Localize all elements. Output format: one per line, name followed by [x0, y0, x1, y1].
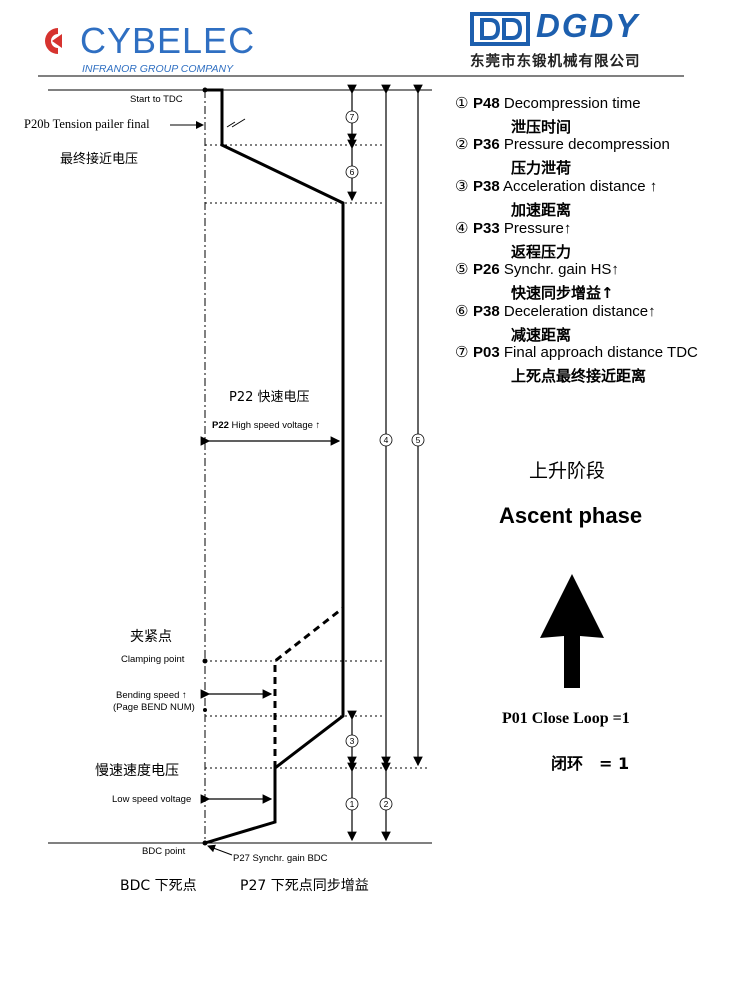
tdc-point [202, 87, 208, 93]
final-approach-zh-label: 最终接近电压 [60, 152, 139, 167]
close-loop-zh: 闭环 = 1 [551, 754, 630, 773]
bending-profile [273, 606, 344, 768]
legend-item-7-zh: 上死点最终接近距离 [511, 367, 647, 385]
p27-arrow [207, 844, 233, 856]
p27-en-label: P27 Synchr. gain BDC [233, 853, 328, 864]
phase-title-en: Ascent phase [499, 503, 643, 528]
marker-3: 3 [350, 736, 355, 746]
p27-zh-label: P27 下死点同步增益 [240, 878, 369, 894]
clamping-point [202, 658, 208, 664]
phase-title-zh: 上升阶段 [529, 460, 606, 482]
cybelec-brand: CYBELEC [80, 20, 256, 61]
bending-speed-label: Bending speed ↑ [116, 690, 187, 701]
slow-zh-label: 慢速速度电压 [95, 763, 179, 779]
p22-code: P22 [212, 420, 229, 431]
legend-item-6-zh: 减速距离 [511, 326, 572, 344]
bdc-point-label: BDC point [142, 846, 186, 857]
marker-5: 5 [416, 435, 421, 445]
marker-4: 4 [384, 435, 389, 445]
speed-profile [204, 88, 345, 845]
page-bend-label: (Page BEND NUM) [113, 702, 195, 713]
p20b-tick2 [231, 118, 246, 128]
legend-item-2-zh: 压力泄荷 [511, 159, 572, 177]
p20b-label: P20b Tension pailer final [24, 117, 150, 131]
ascent-arrow-icon [540, 574, 604, 688]
marker-7: 7 [350, 112, 355, 122]
marker-6: 6 [350, 167, 355, 177]
p22-text: High speed voltage [231, 420, 313, 431]
cybelec-tagline: INFRANOR GROUP COMPANY [82, 63, 234, 75]
bending-point [203, 708, 207, 712]
bdc-point [202, 840, 208, 846]
marker-1: 1 [350, 799, 355, 809]
clamp-zh-label: 夹紧点 [130, 629, 172, 645]
bdc-zh-label: BDC 下死点 [120, 878, 197, 894]
up-arrow-icon: ↑ [182, 690, 187, 701]
legend-item-4-zh: 返程压力 [511, 243, 572, 261]
p22-en-label: P22 High speed voltage ↑ [212, 420, 320, 431]
dgdy-brand: DGDY [536, 7, 640, 44]
low-speed-label: Low speed voltage [112, 794, 192, 805]
p22-zh-label: P22 快速电压 [229, 390, 310, 405]
clamp-en-label: Clamping point [121, 654, 185, 665]
legend-item-3-zh: 加速距离 [511, 201, 572, 219]
dgdy-logo-icon [470, 12, 530, 51]
bending-speed-text: Bending speed [116, 690, 180, 701]
cybelec-logo-icon [40, 26, 76, 61]
dgdy-company-name: 东莞市东锻机械有限公司 [470, 54, 641, 70]
close-loop-en: P01 Close Loop =1 [502, 710, 630, 727]
p20b-tick [226, 121, 236, 128]
start-tdc-label: Start to TDC [130, 94, 183, 105]
legend-item-1-zh: 泄压时间 [511, 118, 572, 136]
legend-item-5-zh: 快速同步增益↑ [511, 284, 614, 302]
marker-2: 2 [384, 799, 389, 809]
up-arrow-icon: ↑ [315, 420, 321, 431]
